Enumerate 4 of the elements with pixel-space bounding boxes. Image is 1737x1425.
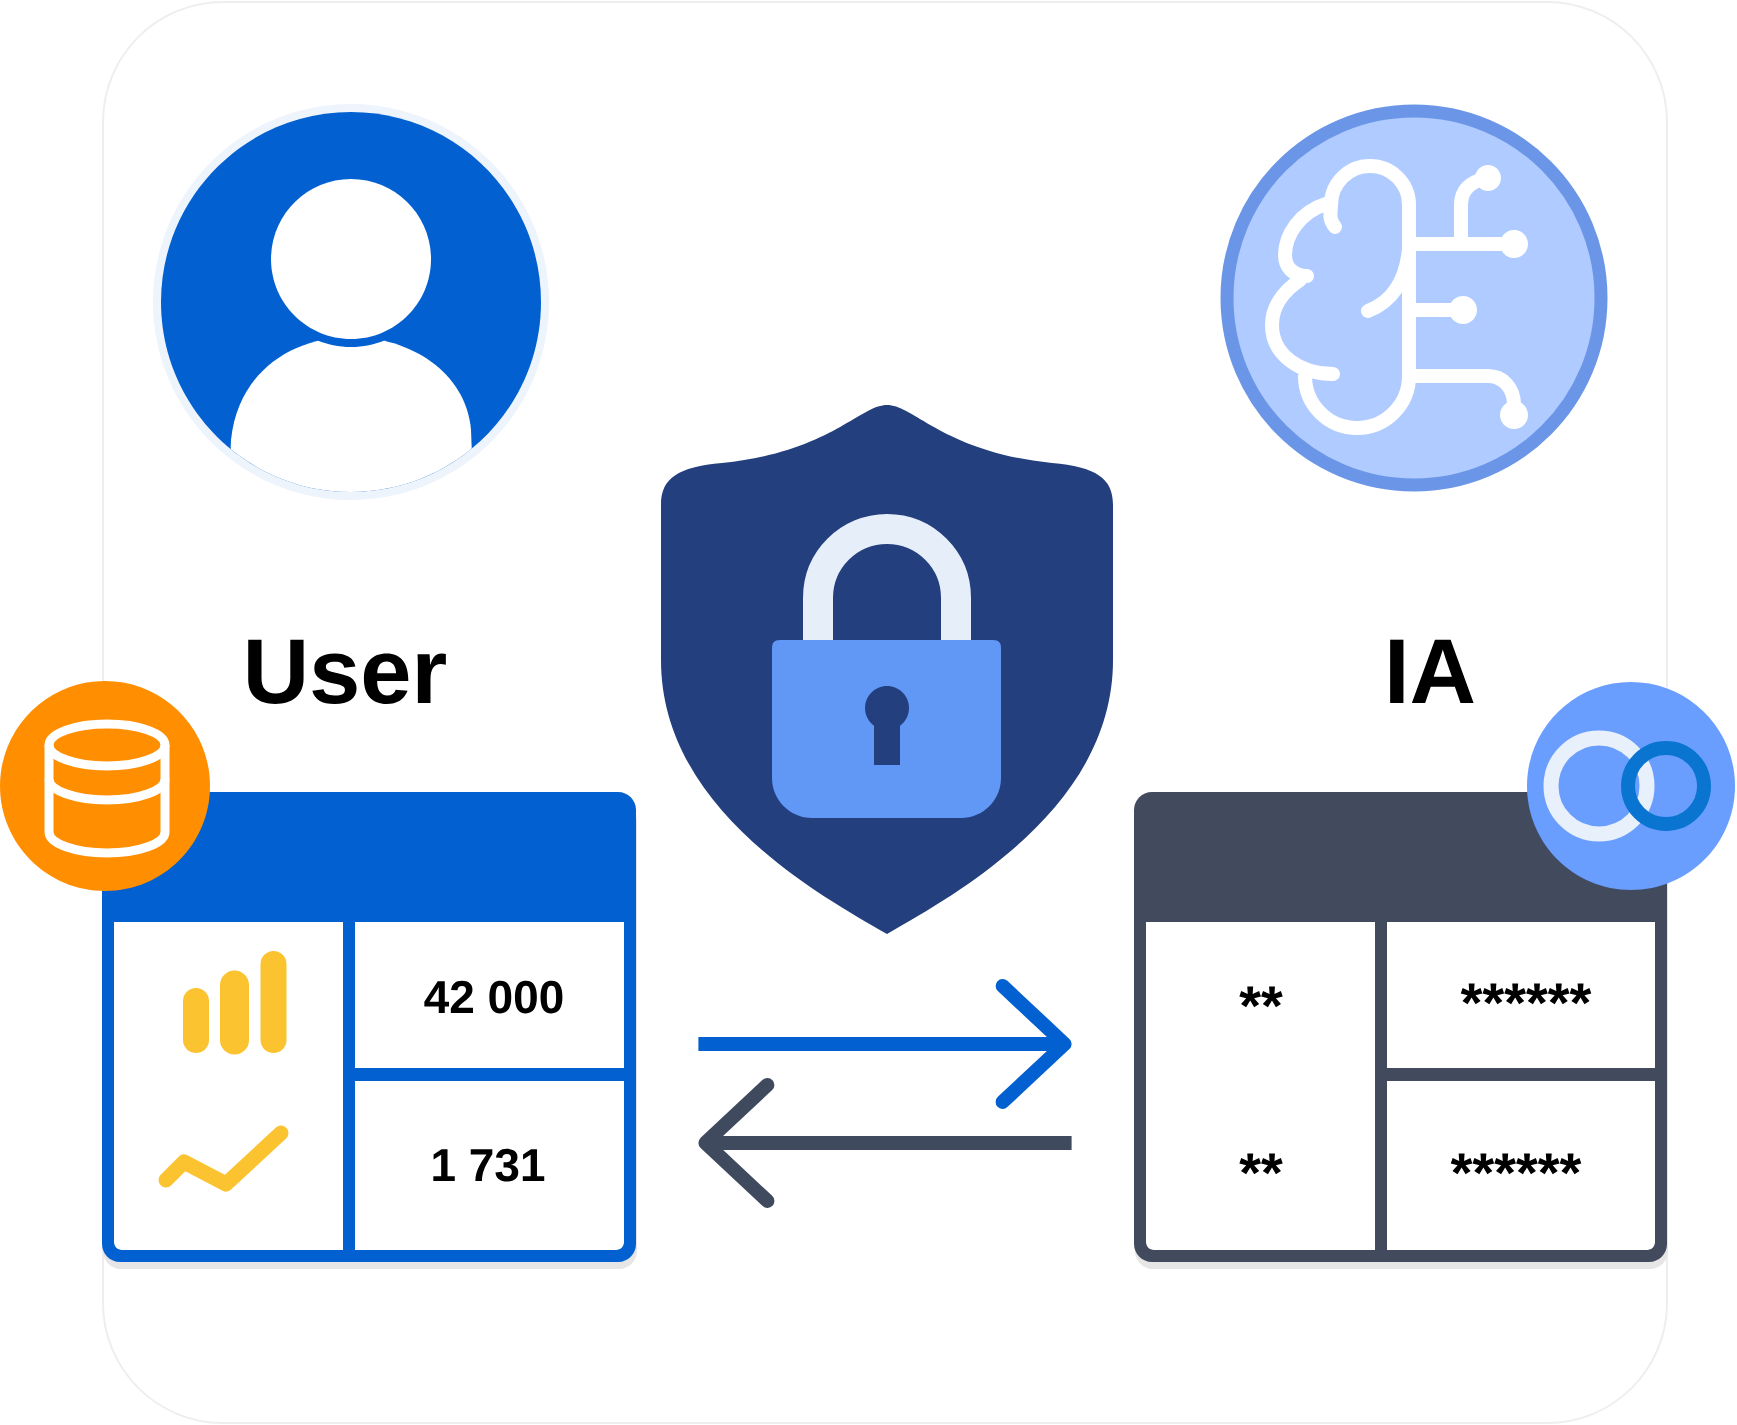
heading: IA xyxy=(1390,639,1474,703)
arrow xyxy=(698,979,1072,1109)
arrow xyxy=(698,1078,1072,1208)
heading: User xyxy=(248,639,446,704)
